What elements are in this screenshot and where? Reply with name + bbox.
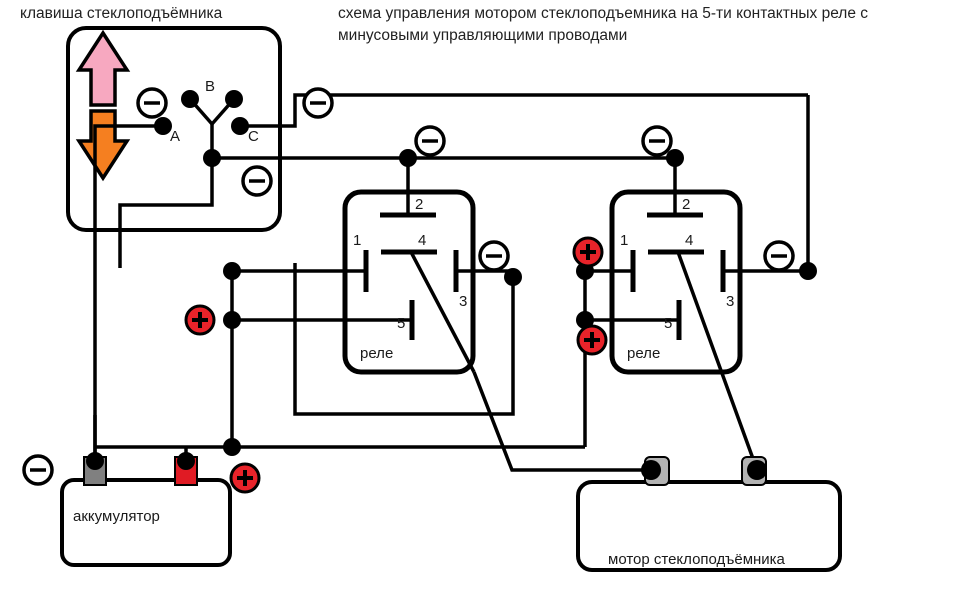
relay-1-terminal-label-5: 5	[397, 315, 406, 332]
diagram-title-line-1: схема управления мотором стеклоподъемник…	[338, 5, 869, 22]
wire-switch-c	[240, 93, 808, 128]
relay-2-terminal-label-1: 1	[620, 232, 629, 249]
diagram-title-line-2: минусовыми управляющими проводами	[338, 27, 628, 44]
minus-circle-icon-relay1-t3	[478, 240, 510, 272]
junction-dot-plus-bus-lower	[223, 311, 241, 329]
relay-1-label: реле	[360, 345, 394, 362]
switch-contact-label-b: B	[205, 78, 216, 95]
minus-circle-icon-battery	[22, 454, 54, 486]
plus-circle-icon-left-bus	[184, 304, 216, 336]
relay-1-terminal-label-4: 4	[418, 232, 427, 249]
junction-dot-relay2-t3	[799, 262, 817, 280]
switch-contact-label-c: C	[248, 128, 259, 145]
minus-circle-icon-switch-left	[136, 87, 168, 119]
battery-body	[60, 478, 232, 567]
switch-contact-a-dot	[154, 117, 172, 135]
motor-body	[576, 480, 842, 572]
minus-circle-icon-relay2-coil	[641, 125, 673, 157]
minus-circle-icon-switch-bottom	[241, 165, 273, 197]
junction-dot-bottom-bus	[223, 438, 241, 456]
battery-positive-cap	[177, 452, 195, 470]
junction-dot-relay1-coil	[399, 149, 417, 167]
relay-2-terminal-label-3: 3	[726, 293, 735, 310]
relay-2-terminal-label-5: 5	[664, 315, 673, 332]
motor-label: мотор стеклоподъёмника	[608, 551, 785, 568]
plus-circle-icon-battery	[229, 462, 261, 494]
wire-relay1-to-motor-left	[472, 371, 651, 472]
relay-1-terminal-label-2: 2	[415, 196, 424, 213]
switch-contact-c-dot	[231, 117, 249, 135]
junction-dot-relay1-t3	[504, 268, 522, 286]
wire-switch-lower-rail	[118, 158, 214, 268]
switch-contact-b-left-dot	[181, 90, 199, 108]
wire-relay1-loop	[293, 263, 515, 416]
plus-circle-icon-relay2-t1	[572, 236, 604, 268]
relay-1-terminal-label-3: 3	[459, 293, 468, 310]
relay-1-terminal-label-1: 1	[353, 232, 362, 249]
junction-dot-relay2-coil	[666, 149, 684, 167]
battery-label: аккумулятор	[73, 508, 160, 525]
motor-terminal-left-dot	[641, 460, 661, 480]
minus-circle-icon-relay1-coil	[414, 125, 446, 157]
motor-terminal-right-dot	[747, 460, 767, 480]
switch-contact-b-right-dot	[225, 90, 243, 108]
junction-dot-relay2-bus-lower	[576, 311, 594, 329]
relay-1-armature	[409, 251, 476, 373]
minus-circle-icon-switch-right	[302, 87, 334, 119]
relay-2-terminal-label-2: 2	[682, 196, 691, 213]
wire-switch-a	[93, 124, 163, 262]
switch-caption: клавиша стеклоподъёмника	[20, 5, 223, 22]
relay-2-label: реле	[627, 345, 661, 362]
switch-contact-label-a: A	[170, 128, 181, 145]
relay-2-terminal-label-4: 4	[685, 232, 694, 249]
plus-circle-icon-relay2-t5	[576, 324, 608, 356]
switch-enclosure	[66, 26, 282, 232]
junction-dot-plus-bus-upper	[223, 262, 241, 280]
battery-negative-cap	[86, 452, 104, 470]
relay-2-armature	[676, 251, 758, 468]
switch-common-dot	[203, 149, 221, 167]
up-arrow-icon	[75, 29, 131, 107]
minus-circle-icon-relay2-t3	[763, 240, 795, 272]
